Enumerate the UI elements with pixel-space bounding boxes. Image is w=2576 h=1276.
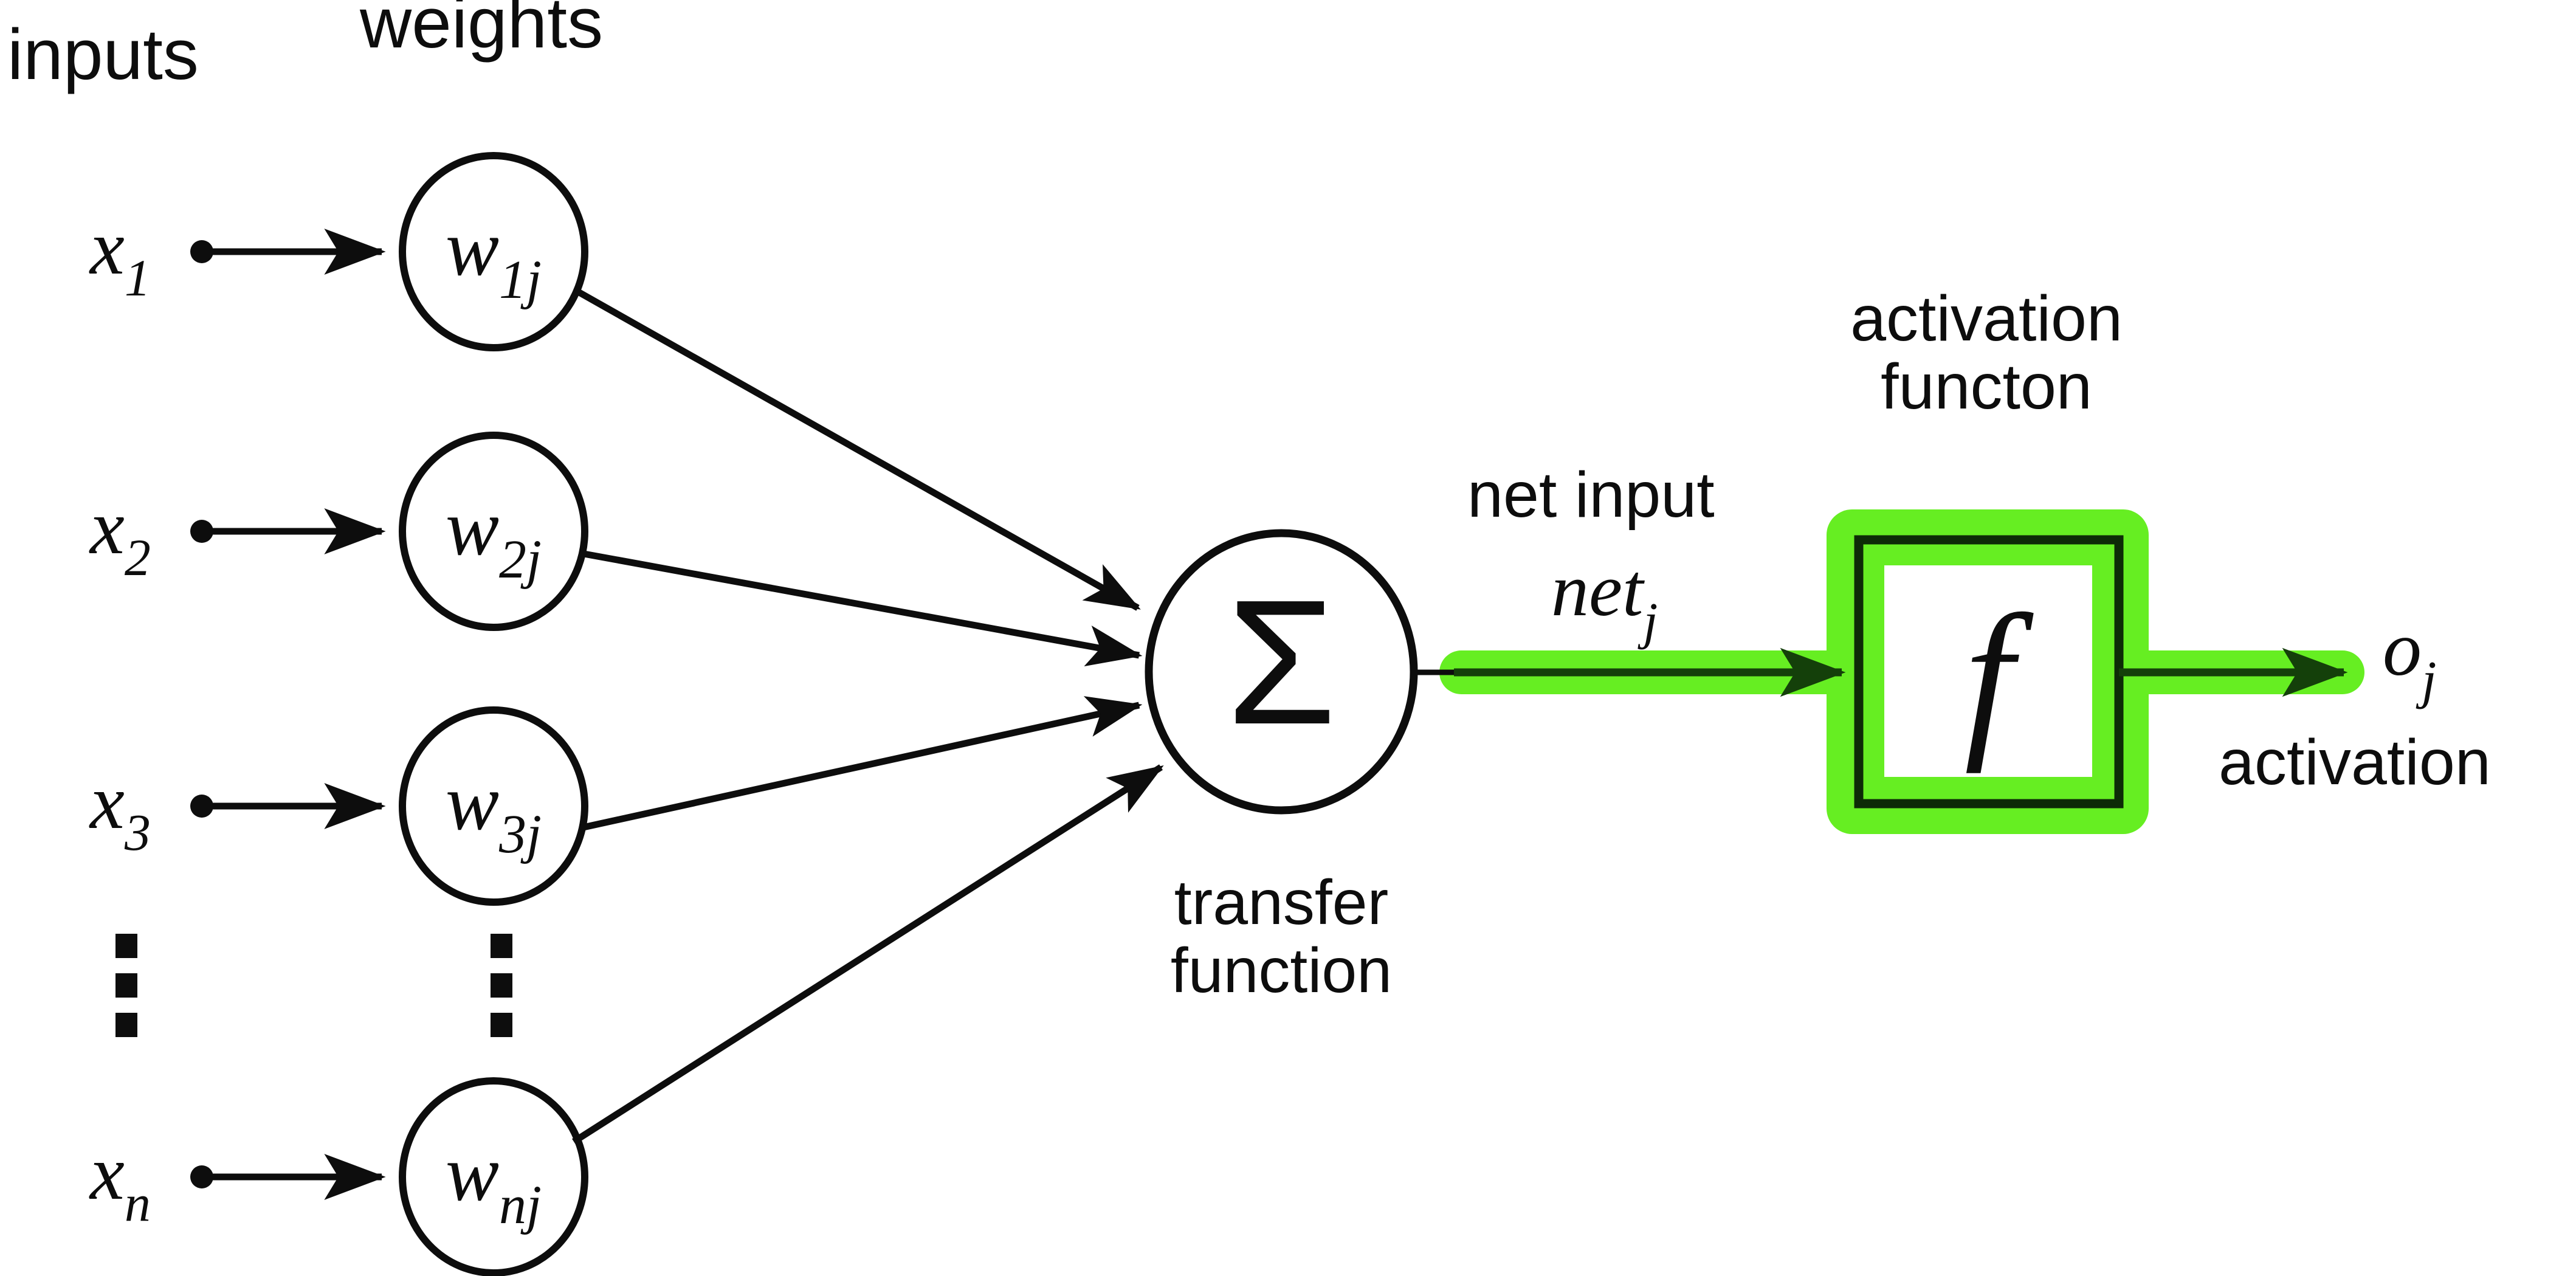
ellipsis-dot [115,1013,137,1037]
weight-node-3 [399,706,588,906]
weight-label-w3j: w3j [446,757,542,864]
ellipsis-dot [491,973,512,998]
input-terminal-dot-3 [190,795,213,818]
sigma-symbol: Σ [1227,563,1337,761]
input-label-xn: xn [89,1129,151,1232]
weight-node-2 [399,432,588,631]
ellipsis-dot [491,934,512,958]
activation-function-caption-line1: activation [1850,283,2123,354]
input-row-n: xn wnj [89,1077,588,1276]
net-input-symbol: netj [1551,548,1658,650]
input-row-3: x3 w3j [89,706,588,906]
ellipsis-dot [115,973,137,998]
net-input-caption: net input [1467,459,1715,531]
ellipsis-dot [115,934,137,958]
transfer-function-caption-line2: function [1171,936,1392,1006]
signal-highlight-path [1439,509,2364,834]
activation-function-caption-line2: functon [1881,351,2092,422]
ellipsis-weights-column [491,934,512,1037]
inputs-heading: inputs [7,15,199,95]
weight-label-w2j: w2j [446,483,542,590]
output-label-oj: oj [2383,605,2436,710]
transfer-function-node: Σ [1145,529,1418,815]
weights-heading: weights [359,0,603,63]
weight-to-sum-edge-3 [579,696,1143,832]
transfer-function-caption-line1: transfer [1174,867,1389,938]
input-label-x3: x3 [89,759,151,861]
input-row-2: x2 w2j [89,432,588,631]
weight-label-wnj: wnj [446,1128,542,1235]
ellipsis-inputs-column [115,934,137,1037]
weight-node-n [399,1077,588,1276]
input-terminal-dot-n [190,1165,213,1188]
weight-to-sum-edge-2 [580,550,1143,667]
weight-to-sum-edge-1 [572,286,1141,611]
weight-node-1 [399,152,588,351]
activation-box-interior [1884,565,2092,777]
input-row-1: x1 w1j [89,152,588,351]
output-caption: activation [2219,726,2491,798]
weight-label-w1j: w1j [446,203,542,310]
input-label-x2: x2 [89,484,151,587]
input-label-x1: x1 [89,204,151,307]
weight-to-sum-edge-n [572,764,1164,1145]
input-terminal-dot-2 [190,520,213,543]
ellipsis-dot [491,1013,512,1037]
input-terminal-dot-1 [190,240,213,263]
